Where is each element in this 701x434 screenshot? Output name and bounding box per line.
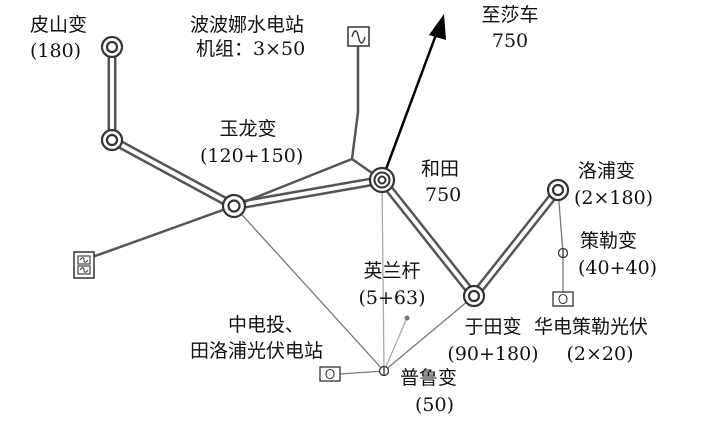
label-yutian-name: 于田变 [464, 316, 522, 338]
line-yutian-pulu [383, 295, 475, 372]
label-pulu-name: 普鲁变 [400, 367, 458, 389]
label-export-name: 至莎车 [481, 4, 539, 26]
label-huadian-name: 华电策勒光伏 [534, 316, 649, 338]
label-yutian-capacity: (90+180) [447, 343, 539, 365]
label-yulong-capacity: (120+150) [200, 145, 304, 167]
label-cele-capacity: (40+40) [578, 257, 658, 279]
substation-pishan [100, 35, 124, 59]
arrow-icon [380, 14, 446, 181]
line-luopu-cele [557, 189, 564, 296]
pv-station-icon [319, 366, 341, 382]
line-yulong-dualgen [83, 204, 235, 262]
export-arrow-shaft [380, 31, 439, 181]
substation-hetian [368, 166, 396, 194]
label-solar-zdt-line1: 中电投、 [228, 314, 305, 336]
label-pishan-capacity: (180) [30, 40, 82, 62]
line-yulong-pulu [233, 205, 385, 372]
pv-huadian-icon [552, 291, 574, 307]
line-yinglangan-pulu [383, 317, 408, 372]
label-yinglangan-name: 英兰杆 [363, 260, 421, 282]
label-hydro-units: 机组：3×50 [196, 38, 306, 60]
substation-luopu [546, 178, 570, 202]
label-yulong-name: 玉龙变 [219, 118, 277, 140]
yinglangan-dot [404, 315, 410, 321]
label-hetian-name: 和田 [421, 158, 460, 180]
dual-generator-icon [73, 251, 95, 279]
substation-yutian [462, 284, 486, 308]
substation-mid [100, 128, 124, 152]
label-cele-name: 策勒变 [580, 230, 638, 252]
line-pulu-solar [339, 370, 385, 375]
label-hetian-capacity: 750 [425, 184, 462, 206]
label-hydro-name: 波波娜水电站 [190, 14, 305, 36]
line-hydro-hetian [350, 46, 360, 160]
label-luopu-capacity: (2×180) [574, 187, 654, 209]
substation-yulong [221, 193, 247, 219]
label-pulu-capacity: (50) [415, 394, 455, 416]
double-lines [107, 47, 562, 299]
label-yinglangan-capacity: (5+63) [358, 287, 426, 309]
transformer-small-icon [557, 247, 569, 259]
label-luopu-name: 洛浦变 [578, 160, 636, 182]
transformer-pulu-icon [378, 365, 390, 377]
label-huadian-capacity: (2×20) [566, 343, 634, 365]
label-export-capacity: 750 [491, 30, 529, 52]
label-solar-zdt-line2: 田洛浦光伏电站 [190, 340, 324, 362]
export-arrow-head [429, 14, 446, 40]
hydro-generator-icon [347, 26, 370, 47]
line-hetian-pulu [381, 179, 385, 372]
label-pishan-name: 皮山变 [30, 14, 88, 36]
